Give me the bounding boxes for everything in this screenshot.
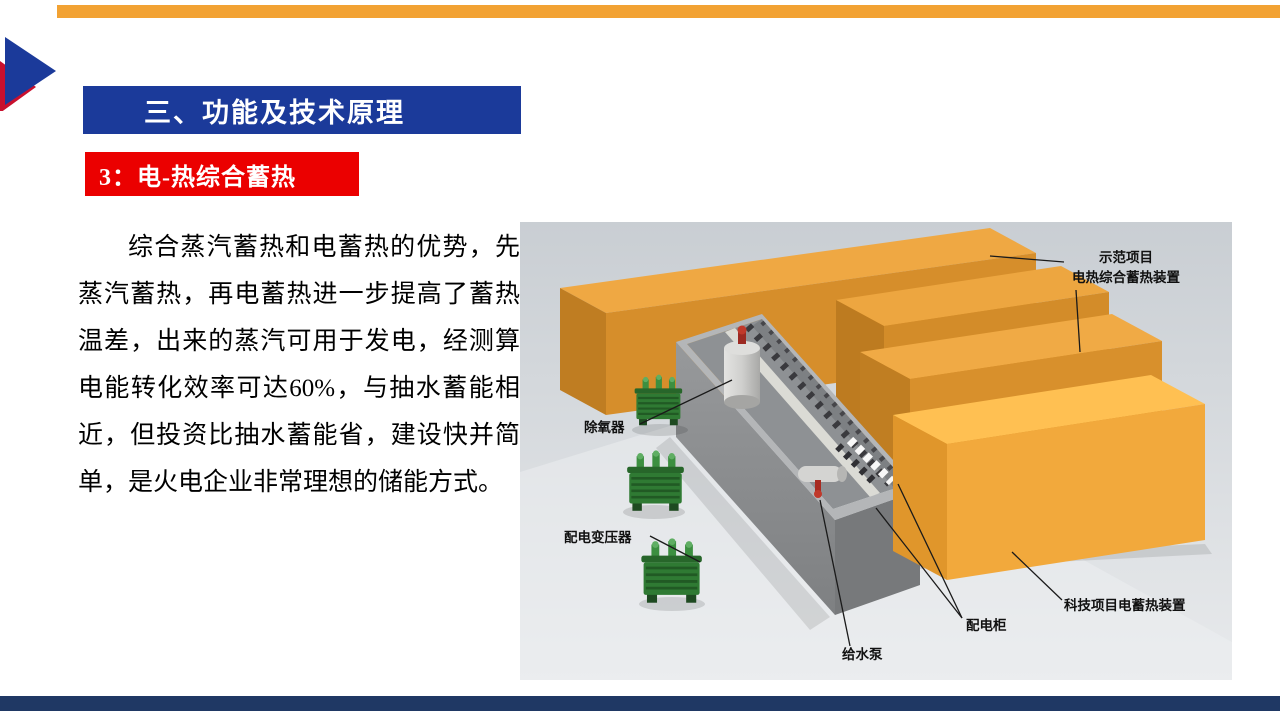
bottom-accent-bar — [0, 696, 1280, 711]
label-deaerator: 除氧器 — [584, 419, 625, 435]
transformer-shadow-1 — [632, 424, 688, 436]
section-title-banner: 三、功能及技术原理 — [83, 86, 521, 134]
feedwater-pump-3d — [798, 466, 847, 498]
subsection-title-banner: 3：电-热综合蓄热 — [85, 152, 359, 196]
leader-line-tech-project — [1011, 551, 1063, 601]
section-title: 三、功能及技术原理 — [144, 97, 405, 128]
logo-arrow-icon — [0, 37, 56, 111]
facility-3d-render: 示范项目 电热综合蓄热装置 除氧器 配电变压器 给水泵 配电柜 科技项目电蓄热装… — [520, 222, 1232, 680]
leader-line-transformer — [649, 535, 701, 563]
tank-inner-far-wall — [752, 319, 908, 490]
facility-3d-render-area: 示范项目 电热综合蓄热装置 除氧器 配电变压器 给水泵 配电柜 科技项目电蓄热装… — [520, 222, 1232, 680]
label-distribution-cabinet: 配电柜 — [966, 617, 1007, 633]
leader-line-cabinet-2 — [875, 507, 963, 619]
leader-line-cabinet-1 — [897, 483, 963, 619]
top-accent-bar — [57, 5, 1280, 18]
label-tech-project: 科技项目电蓄热装置 — [1064, 597, 1186, 613]
dark-elements — [835, 443, 879, 487]
tank-rim — [676, 314, 920, 520]
leader-line-deaerator — [639, 379, 733, 425]
body-paragraph: 综合蒸汽蓄热和电蓄热的优势，先蒸汽蓄热，再电蓄热进一步提高了蓄热温差，出来的蒸汽… — [78, 234, 520, 496]
label-demo-project-line1: 示范项目 — [1099, 249, 1153, 265]
subsection-title: 3：电-热综合蓄热 — [99, 164, 296, 191]
leader-line-pump — [819, 499, 851, 647]
tank-divider-wall — [725, 328, 880, 497]
logo-blue-triangle — [5, 37, 56, 105]
label-feedwater-pump: 给水泵 — [842, 646, 883, 662]
deaerator-3d — [724, 325, 760, 409]
electrode-row-1 — [745, 323, 893, 487]
storage-box-front — [893, 375, 1205, 580]
label-distribution-transformer: 配电变压器 — [564, 529, 632, 545]
tank-shadow — [656, 437, 830, 630]
leader-line-demo-2 — [1075, 289, 1081, 353]
tank-left-wall — [676, 342, 835, 615]
white-cabinet-elements — [846, 436, 896, 486]
label-demo-project-line2: 电热综合蓄热装置 — [1072, 269, 1180, 285]
leader-line-demo-1 — [989, 255, 1065, 263]
